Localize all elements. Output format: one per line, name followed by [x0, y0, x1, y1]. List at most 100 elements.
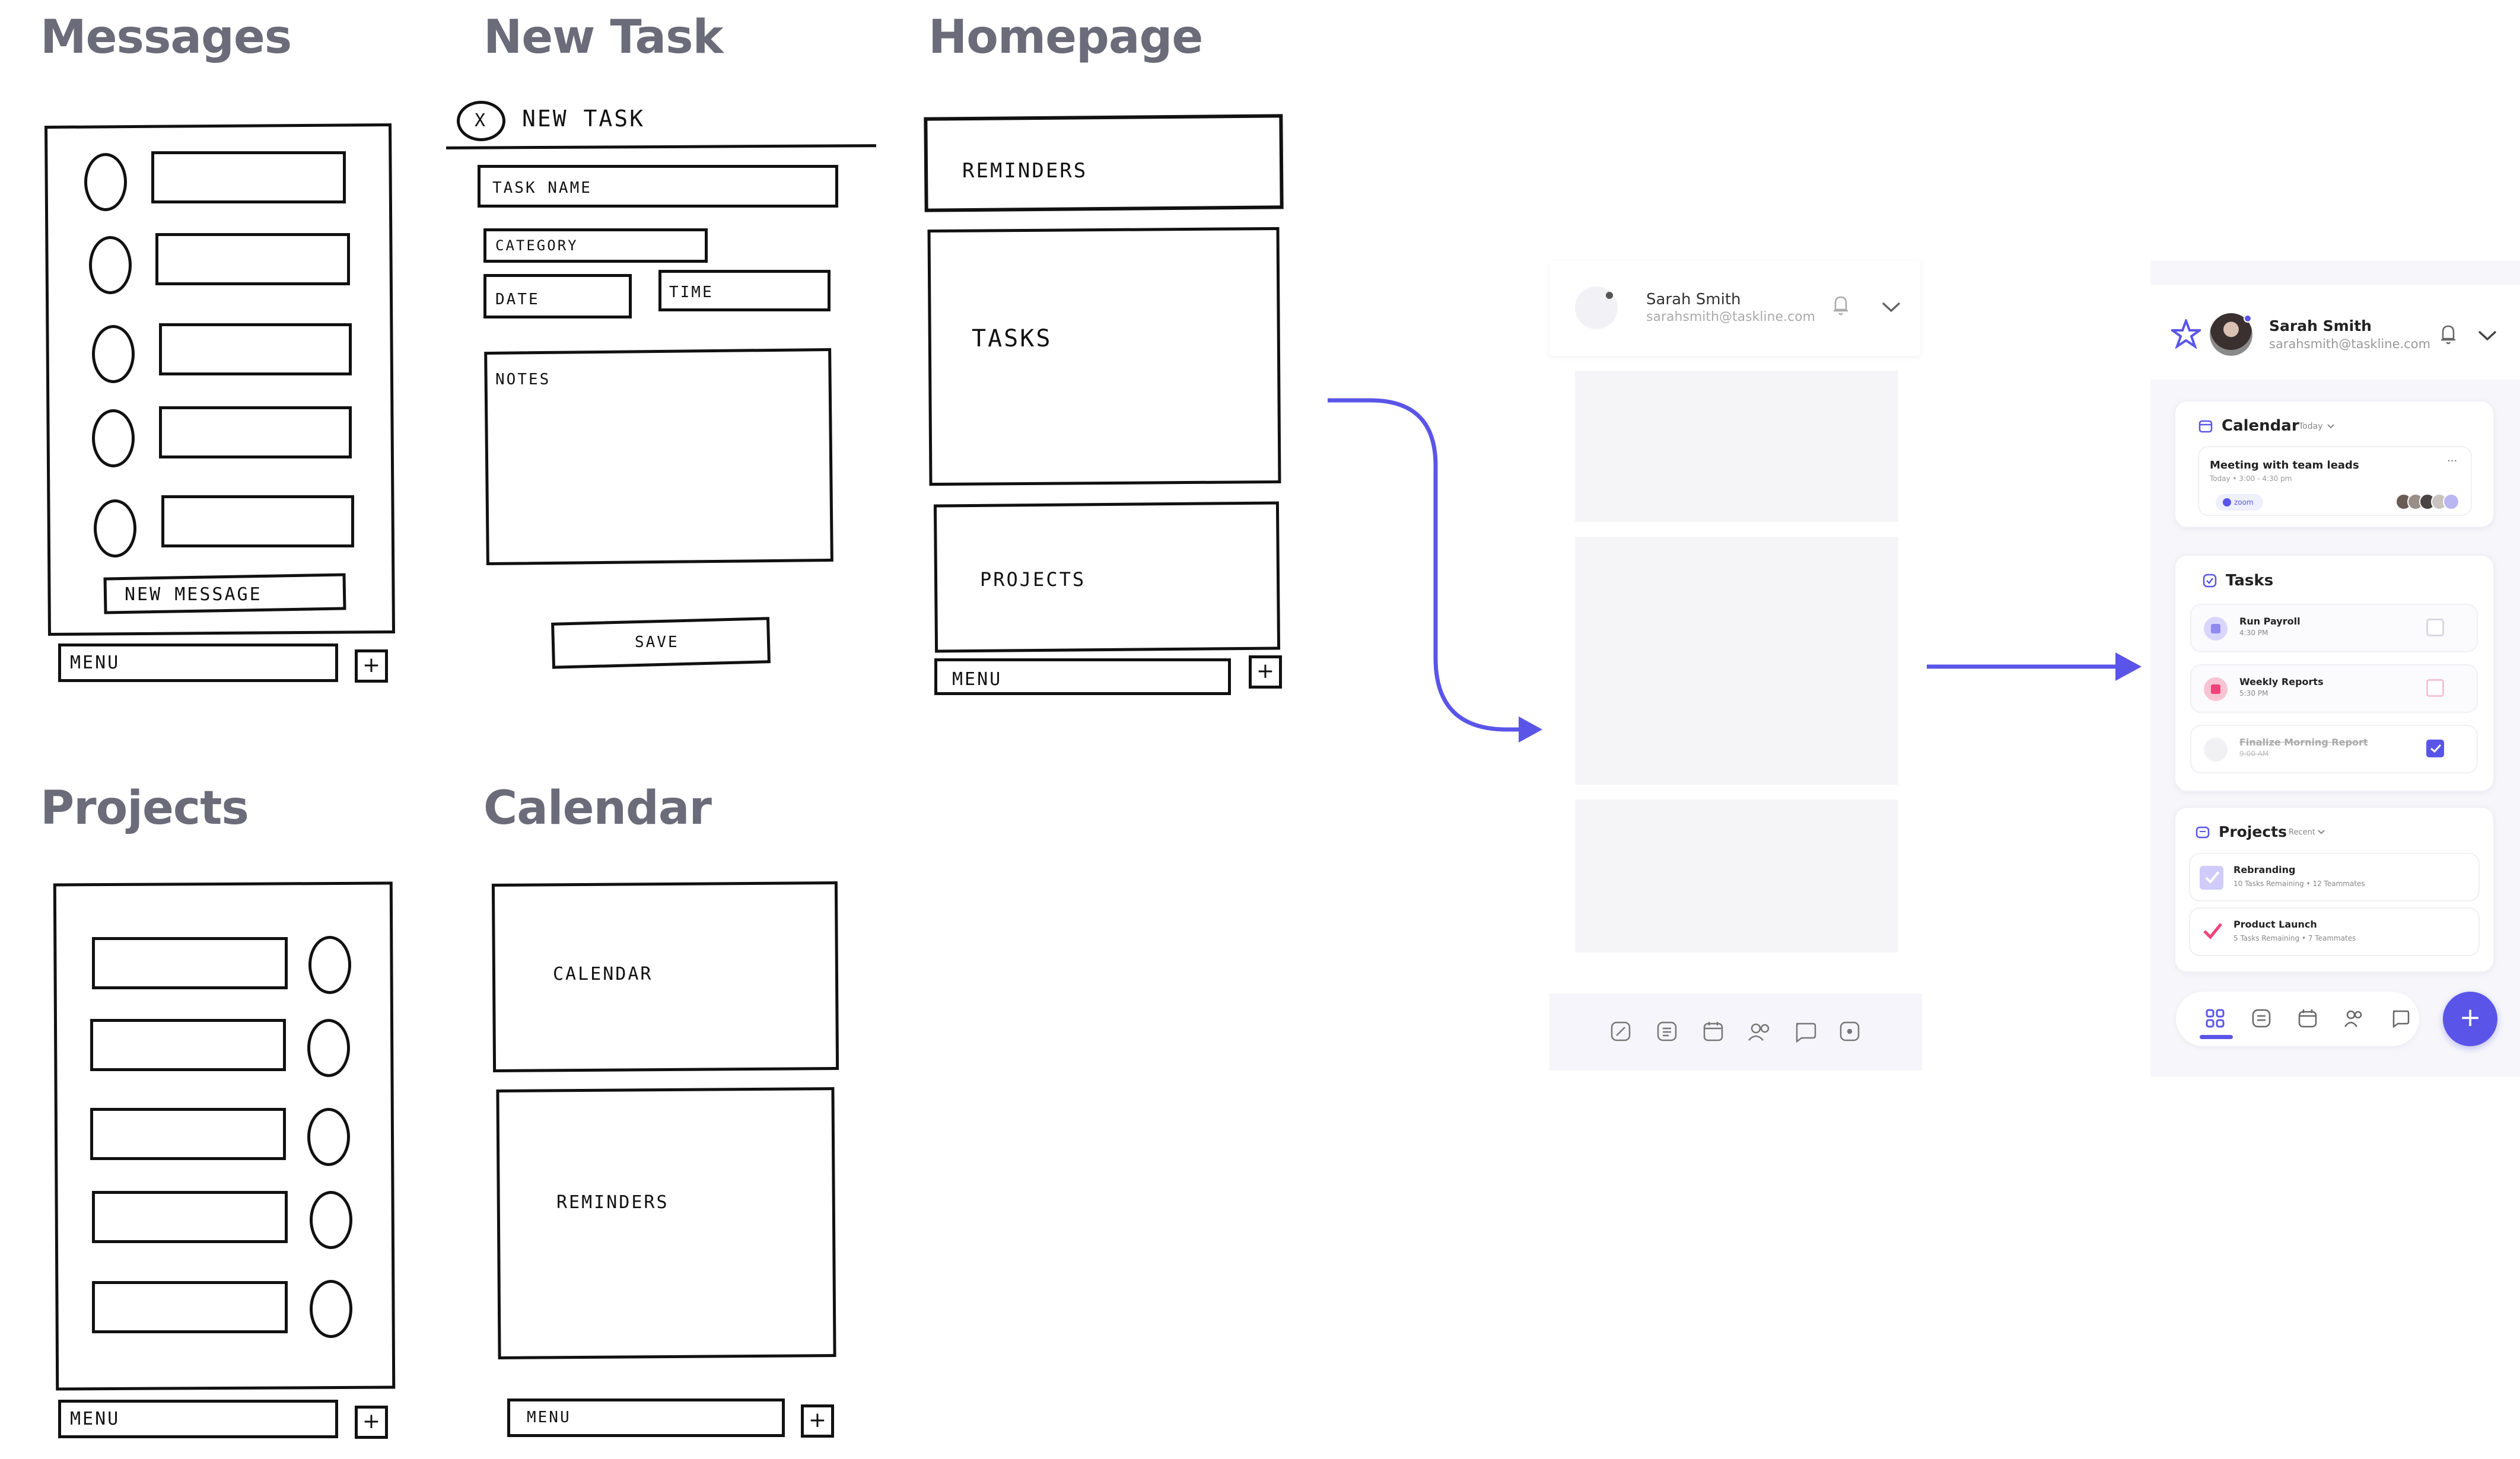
user-email: sarahsmith@taskline.com — [2269, 337, 2431, 351]
chat-icon — [1796, 1022, 1816, 1043]
projects-filter[interactable]: Recent — [2289, 828, 2315, 837]
active-tab-indicator — [2200, 1035, 2233, 1039]
more-icon[interactable]: ... — [2447, 452, 2458, 464]
chevron-down-icon[interactable] — [2327, 423, 2335, 430]
status-dot — [1606, 292, 1613, 299]
project-item[interactable] — [2189, 907, 2480, 956]
project-icon — [2200, 866, 2223, 890]
event-time: Today • 3:00 - 4:30 pm — [2210, 474, 2292, 483]
check-circle-icon — [2203, 574, 2217, 588]
reminders-label: Reminders — [556, 1192, 669, 1213]
checkmark-icon — [2430, 744, 2442, 753]
message-row-placeholder — [159, 323, 352, 375]
wireframe-panel-tasks — [1575, 537, 1898, 785]
reminders-label: Reminders — [962, 159, 1088, 183]
message-row-placeholder — [151, 151, 346, 203]
chat-icon[interactable] — [2390, 1008, 2410, 1028]
task-checkbox-checked[interactable] — [2426, 740, 2444, 757]
calendar-icon — [1703, 1022, 1723, 1041]
section-title-new-task: New Task — [483, 11, 723, 64]
avatar-placeholder — [89, 236, 132, 294]
task-checkbox[interactable] — [2426, 619, 2444, 636]
menu-label: Menu — [70, 652, 120, 673]
menu-label: Menu — [952, 669, 1003, 690]
checkmark-icon — [2205, 871, 2220, 884]
section-title-homepage: Homepage — [928, 11, 1203, 64]
tasks-box-sketch — [927, 227, 1281, 486]
task-time: 5:30 PM — [2239, 689, 2268, 697]
project-meta: 5 Tasks Remaining • 7 Teammates — [2233, 934, 2356, 942]
calendar-icon[interactable] — [2298, 1008, 2318, 1028]
folder-icon — [2196, 826, 2210, 839]
task-name: Weekly Reports — [2239, 676, 2324, 687]
tasks-title: Tasks — [2226, 572, 2274, 590]
task-time: 4:30 PM — [2239, 629, 2268, 637]
chevron-down-icon[interactable] — [2317, 829, 2325, 836]
user-name: Sarah Smith — [2269, 317, 2372, 335]
avatar-placeholder — [307, 1108, 350, 1166]
list-icon — [1657, 1021, 1677, 1041]
report-icon — [2211, 684, 2220, 694]
bell-icon[interactable] — [2439, 323, 2457, 346]
task-time: 9:00 AM — [2239, 750, 2269, 758]
time-field-sketch — [658, 270, 831, 311]
section-title-calendar: Calendar — [483, 782, 712, 835]
menu-label: Menu — [70, 1409, 120, 1429]
message-row-placeholder — [161, 495, 354, 547]
flow-arrow-straight — [1927, 652, 2142, 681]
section-title-projects: Projects — [40, 782, 249, 835]
zoom-icon — [2223, 498, 2231, 506]
avatar-placeholder — [310, 1191, 352, 1249]
avatar-placeholder — [94, 499, 136, 558]
attendee-more-avatar — [2443, 493, 2459, 510]
task-checkbox[interactable] — [2426, 679, 2444, 697]
plus-icon: + — [355, 1406, 388, 1439]
project-item[interactable] — [2189, 853, 2480, 901]
reminders-box-sketch — [496, 1087, 836, 1359]
calendar-filter[interactable]: Today — [2299, 422, 2323, 431]
list-icon[interactable] — [2251, 1008, 2271, 1028]
plus-icon: + — [1249, 655, 1282, 689]
date-field-sketch — [483, 274, 632, 318]
project-name: Rebranding — [2233, 864, 2296, 875]
project-name: Product Launch — [2233, 919, 2317, 930]
task-name-label: Task Name — [492, 179, 592, 197]
avatar-placeholder — [310, 1280, 352, 1338]
project-row-placeholder — [90, 1019, 286, 1071]
task-name-field-sketch — [478, 165, 838, 208]
project-row-placeholder — [92, 937, 288, 989]
flow-arrow-curved — [1328, 398, 1542, 743]
calendar-box-sketch — [491, 881, 839, 1073]
header-divider — [446, 144, 877, 149]
notes-label: Notes — [495, 371, 551, 388]
users-icon — [1751, 1023, 1761, 1034]
menu-bar-sketch — [58, 1400, 338, 1438]
task-icon — [2204, 738, 2228, 762]
edit-icon — [1611, 1021, 1631, 1041]
calendar-icon — [2198, 420, 2213, 433]
new-message-label: New Message — [125, 584, 262, 605]
user-email: sarahsmith@taskline.com — [1646, 310, 1815, 324]
avatar-placeholder — [308, 936, 351, 994]
add-fab-button[interactable]: + — [2443, 992, 2497, 1046]
zoom-label: zoom — [2234, 498, 2254, 506]
project-row-placeholder — [90, 1108, 286, 1160]
chevron-down-icon[interactable] — [2477, 328, 2498, 342]
projects-label: Projects — [980, 568, 1086, 591]
project-row-placeholder — [92, 1281, 288, 1333]
plus-square-icon — [1840, 1021, 1860, 1041]
project-row-placeholder — [92, 1191, 288, 1243]
save-label: Save — [635, 633, 679, 651]
project-meta: 10 Tasks Remaining • 12 Teammates — [2233, 880, 2365, 888]
users-icon[interactable] — [2344, 1008, 2364, 1028]
menu-bar-sketch — [934, 658, 1231, 695]
bell-icon[interactable] — [1832, 294, 1850, 317]
menu-label: Menu — [527, 1409, 571, 1426]
wireframe-panel-reminders — [1575, 371, 1898, 522]
chevron-down-icon[interactable] — [1881, 300, 1902, 314]
task-name: Finalize Morning Report — [2239, 737, 2368, 748]
dashboard-icon[interactable] — [2205, 1008, 2225, 1028]
menu-bar-sketch — [58, 644, 338, 682]
document-icon — [2211, 624, 2220, 633]
time-label: Time — [669, 283, 714, 301]
